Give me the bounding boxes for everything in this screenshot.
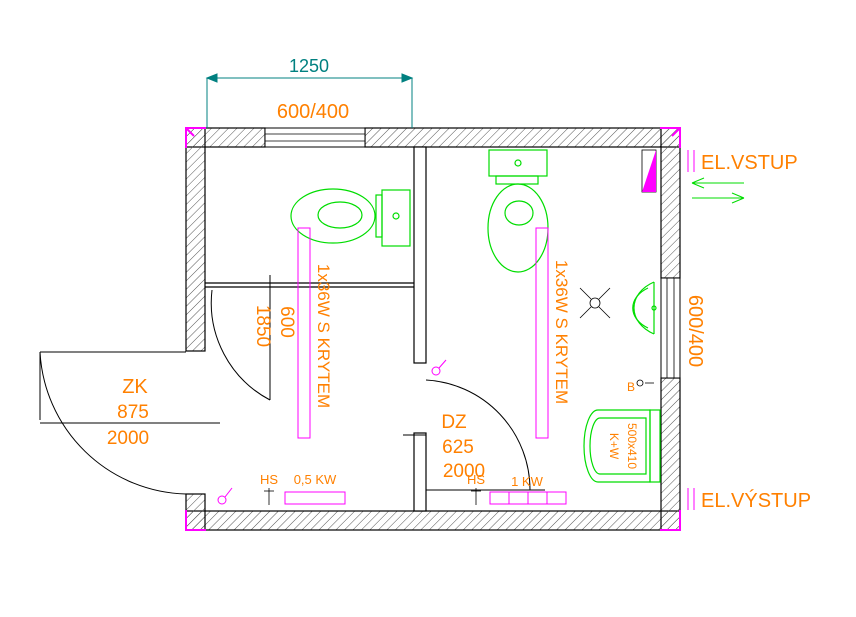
boiler-label: B <box>627 380 635 394</box>
left-heater <box>284 491 346 505</box>
right-heater-power: 1 KW <box>511 474 544 489</box>
left-room-door-height: 1850 <box>252 305 273 347</box>
inner-door-width: 625 <box>442 437 474 458</box>
distribution-box <box>641 149 657 193</box>
left-room-door <box>210 275 271 401</box>
right-window-label: 600/400 <box>684 295 706 367</box>
basin-type: K+W <box>607 433 621 460</box>
electric-input-arrows <box>691 177 745 204</box>
left-light <box>297 227 311 439</box>
right-heater-code: HS <box>467 472 485 487</box>
entrance-door-width: 875 <box>117 402 149 423</box>
fan-icon <box>579 287 611 319</box>
left-switch-icon <box>217 487 233 505</box>
wash-sink <box>632 281 657 335</box>
left-heater-power: 0,5 KW <box>294 472 337 487</box>
entrance-door <box>39 351 220 495</box>
electric-input-symbol <box>687 150 695 172</box>
left-light-label: 1x36W S KRYTEM <box>314 264 333 408</box>
left-toilet <box>290 188 411 247</box>
left-heater-code: HS <box>260 472 278 487</box>
inner-partition <box>413 146 427 512</box>
inner-door-height: 2000 <box>443 461 485 482</box>
top-width-label: 1250 <box>289 56 329 76</box>
electric-input-label: EL.VSTUP <box>701 152 798 174</box>
entrance-door-code: ZK <box>122 376 148 398</box>
right-heater-socket <box>471 488 481 505</box>
top-window <box>264 127 366 148</box>
right-light <box>535 227 549 439</box>
boiler-symbol <box>636 379 654 387</box>
inner-door-code: DZ <box>441 412 467 433</box>
right-window <box>660 277 681 379</box>
right-heater <box>489 491 567 505</box>
top-window-label: 600/400 <box>277 101 349 123</box>
electric-output-symbol <box>687 488 695 510</box>
corner-markers <box>185 127 681 531</box>
basin-kw <box>583 409 661 483</box>
left-room-door-width: 600 <box>276 306 297 338</box>
electric-output-label: EL.VÝSTUP <box>701 489 811 512</box>
top-dimension <box>205 73 414 128</box>
right-light-label: 1x36W S KRYTEM <box>552 260 571 404</box>
left-heater-socket <box>264 488 274 505</box>
basin-size: 500x410 <box>625 423 639 469</box>
entrance-door-height: 2000 <box>107 428 149 449</box>
right-toilet <box>487 149 549 273</box>
inner-door <box>403 379 545 491</box>
right-switch-icon <box>431 359 447 376</box>
